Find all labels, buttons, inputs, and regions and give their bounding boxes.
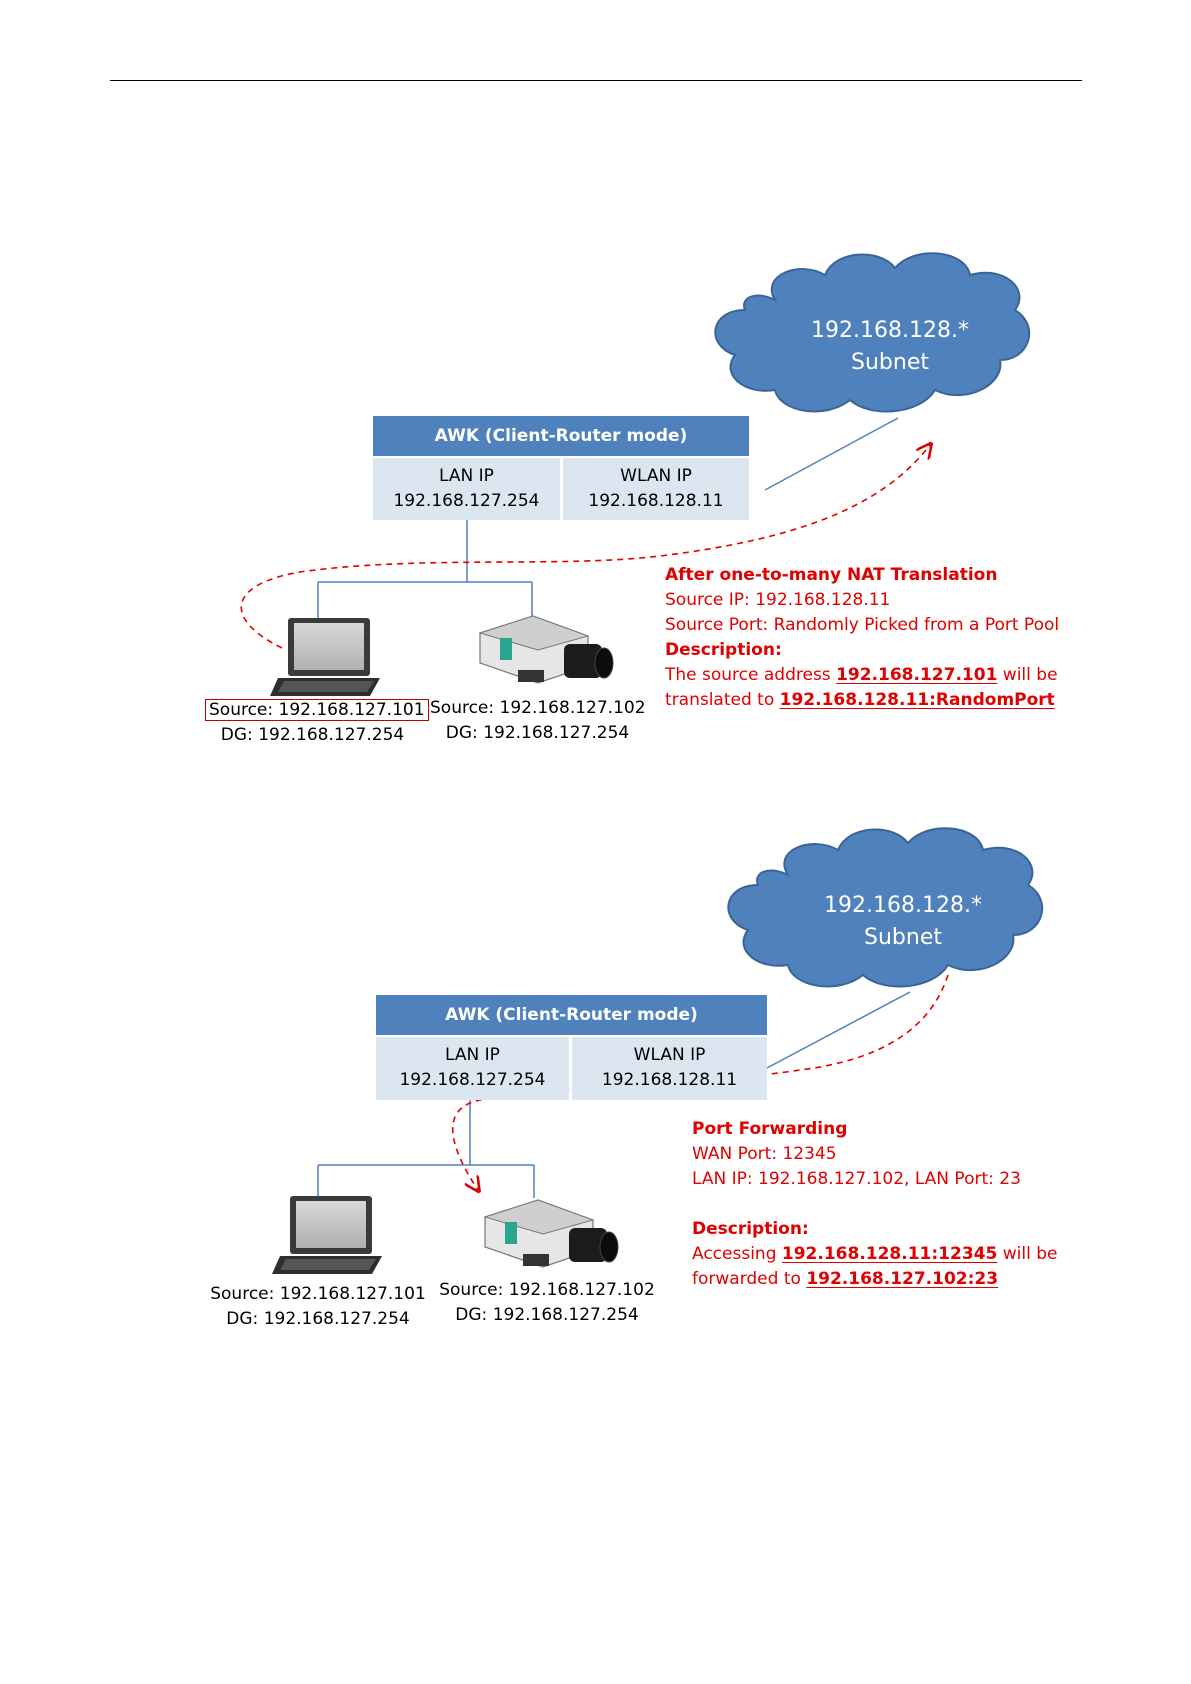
awk-to-cloud-link xyxy=(764,417,899,491)
desc-text: translated to xyxy=(665,690,780,710)
desc-address: 192.168.128.11:12345 xyxy=(781,1244,998,1264)
desc-text: will be xyxy=(997,665,1058,685)
notes-heading: Port Forwarding xyxy=(692,1119,848,1139)
diagram-wires xyxy=(240,252,1031,696)
subnet-cloud-label: 192.168.128.* Subnet xyxy=(760,315,1020,379)
diagram-wires xyxy=(272,827,1044,1274)
desc-address: 192.168.127.102:23 xyxy=(806,1269,999,1289)
lan-ip-value: 192.168.127.254 xyxy=(393,491,540,511)
notes-heading: After one-to-many NAT Translation xyxy=(665,565,998,585)
awk-to-cloud-link xyxy=(766,991,911,1069)
nat-diagram: 192.168.128.* Subnet AWK (Client-Router … xyxy=(0,0,1191,745)
awk-lan-cell: LAN IP 192.168.127.254 xyxy=(376,1037,569,1100)
desc-address: 192.168.127.101 xyxy=(836,665,998,685)
port-forward-notes: Port Forwarding WAN Port: 12345 LAN IP: … xyxy=(692,1117,1057,1292)
desc-text: The source address xyxy=(665,665,837,685)
laptop-source: Source: 192.168.127.101 xyxy=(210,1284,426,1304)
camera-dg: DG: 192.168.127.254 xyxy=(445,723,630,743)
laptop-label: Source: 192.168.127.101 DG: 192.168.127.… xyxy=(208,1282,428,1332)
camera-dg: DG: 192.168.127.254 xyxy=(455,1305,639,1325)
notes-desc-heading: Description: xyxy=(665,640,782,660)
lan-ip-label: LAN IP xyxy=(445,1045,500,1065)
laptop-icon xyxy=(272,1196,382,1274)
subnet-word: Subnet xyxy=(851,350,929,375)
camera-source: Source: 192.168.127.102 xyxy=(430,698,646,718)
notes-desc-line2: translated to 192.168.128.11:RandomPort xyxy=(665,688,1059,713)
wlan-ip-value: 192.168.128.11 xyxy=(601,1070,738,1090)
lan-ip-value: 192.168.127.254 xyxy=(399,1070,546,1090)
desc-text: will be xyxy=(997,1244,1058,1264)
subnet-word: Subnet xyxy=(864,925,942,950)
wlan-ip-value: 192.168.128.11 xyxy=(588,491,724,511)
desc-address: 192.168.128.11:RandomPort xyxy=(779,690,1055,710)
notes-desc-line1: The source address 192.168.127.101 will … xyxy=(665,663,1059,688)
port-forwarding-diagram: 192.168.128.* Subnet AWK (Client-Router … xyxy=(0,580,1191,1329)
desc-text: Accessing xyxy=(692,1244,782,1264)
awk-lan-cell: LAN IP 192.168.127.254 xyxy=(373,458,560,520)
awk-title: AWK (Client-Router mode) xyxy=(373,416,749,456)
subnet-ip: 192.168.128.* xyxy=(811,318,969,343)
wlan-ip-label: WLAN IP xyxy=(633,1045,706,1065)
notes-source-port: Source Port: Randomly Picked from a Port… xyxy=(665,615,1060,635)
desc-text: forwarded to xyxy=(692,1269,807,1289)
awk-title: AWK (Client-Router mode) xyxy=(376,995,767,1035)
port-forward-arrow xyxy=(451,974,949,1190)
awk-wlan-cell: WLAN IP 192.168.128.11 xyxy=(563,458,749,520)
subnet-cloud-label: 192.168.128.* Subnet xyxy=(773,890,1033,954)
notes-source-ip: Source IP: 192.168.128.11 xyxy=(665,590,891,610)
wlan-ip-label: WLAN IP xyxy=(620,466,692,486)
notes-spacer xyxy=(692,1192,1057,1217)
camera-label: Source: 192.168.127.102 DG: 192.168.127.… xyxy=(430,696,646,746)
ip-camera-icon xyxy=(478,615,614,684)
laptop-dg: DG: 192.168.127.254 xyxy=(226,1309,410,1329)
page-header-rule xyxy=(110,80,1082,81)
laptop-source: Source: 192.168.127.101 xyxy=(205,699,429,721)
cloud-shape xyxy=(727,827,1044,988)
notes-lan-ip-port: LAN IP: 192.168.127.102, LAN Port: 23 xyxy=(692,1169,1021,1189)
nat-notes: After one-to-many NAT Translation Source… xyxy=(665,563,1059,713)
laptop-dg: DG: 192.168.127.254 xyxy=(220,725,405,745)
notes-desc-heading: Description: xyxy=(692,1219,809,1239)
laptop-label: Source: 192.168.127.101 DG: 192.168.127.… xyxy=(205,698,429,748)
notes-desc-line2: forwarded to 192.168.127.102:23 xyxy=(692,1267,1057,1292)
ip-camera-icon xyxy=(483,1199,619,1268)
cloud-shape xyxy=(714,252,1031,413)
camera-source: Source: 192.168.127.102 xyxy=(439,1280,655,1300)
notes-desc-line1: Accessing 192.168.128.11:12345 will be xyxy=(692,1242,1057,1267)
camera-label: Source: 192.168.127.102 DG: 192.168.127.… xyxy=(437,1278,657,1328)
notes-wan-port: WAN Port: 12345 xyxy=(692,1144,837,1164)
subnet-ip: 192.168.128.* xyxy=(824,893,982,918)
laptop-icon xyxy=(270,618,380,696)
awk-wlan-cell: WLAN IP 192.168.128.11 xyxy=(572,1037,767,1100)
lan-ip-label: LAN IP xyxy=(439,466,494,486)
